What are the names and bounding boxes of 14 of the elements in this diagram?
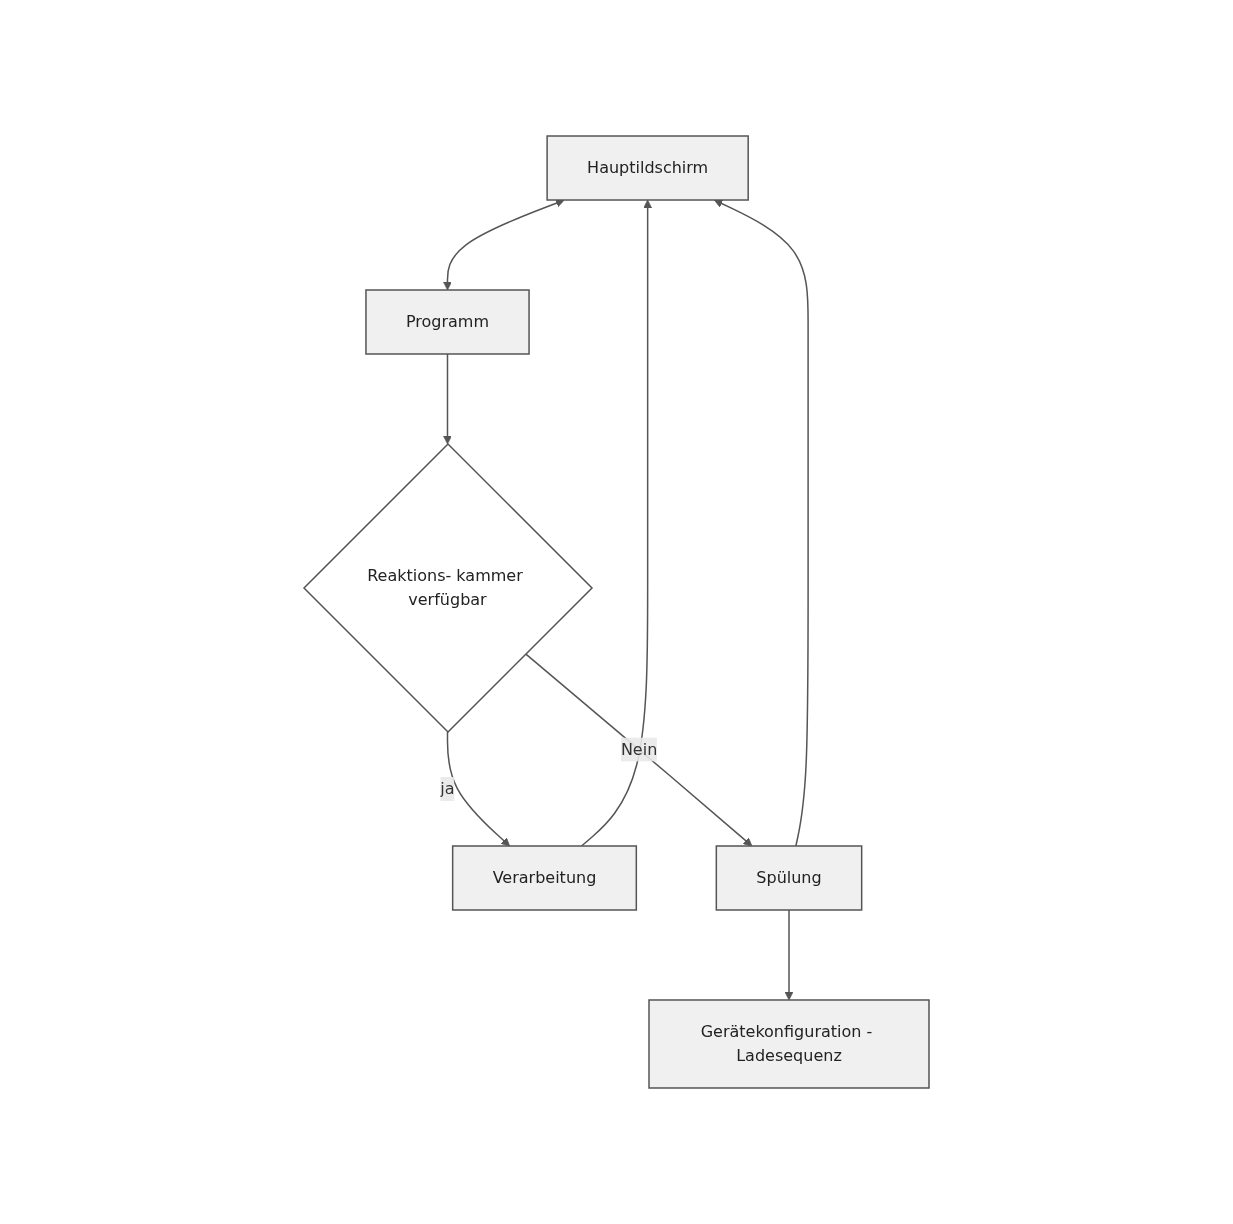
edge-label: ja xyxy=(440,779,455,798)
node-box: Verarbeitung xyxy=(451,845,638,911)
node-box: Programm xyxy=(365,289,530,355)
edge-label: Nein xyxy=(620,739,658,759)
arrow xyxy=(784,909,794,1001)
node-box: Gerätekonfiguration - Ladesequenz xyxy=(648,999,930,1089)
arrow xyxy=(524,653,753,847)
node-box: Spülung xyxy=(715,845,863,911)
arrow xyxy=(446,731,510,847)
node-diamond: Reaktions- kammer verfügbar xyxy=(302,442,594,734)
arrow xyxy=(713,199,809,847)
node-box: Hauptildschirm xyxy=(546,135,749,201)
arrow xyxy=(443,353,452,445)
arrow xyxy=(580,199,653,847)
